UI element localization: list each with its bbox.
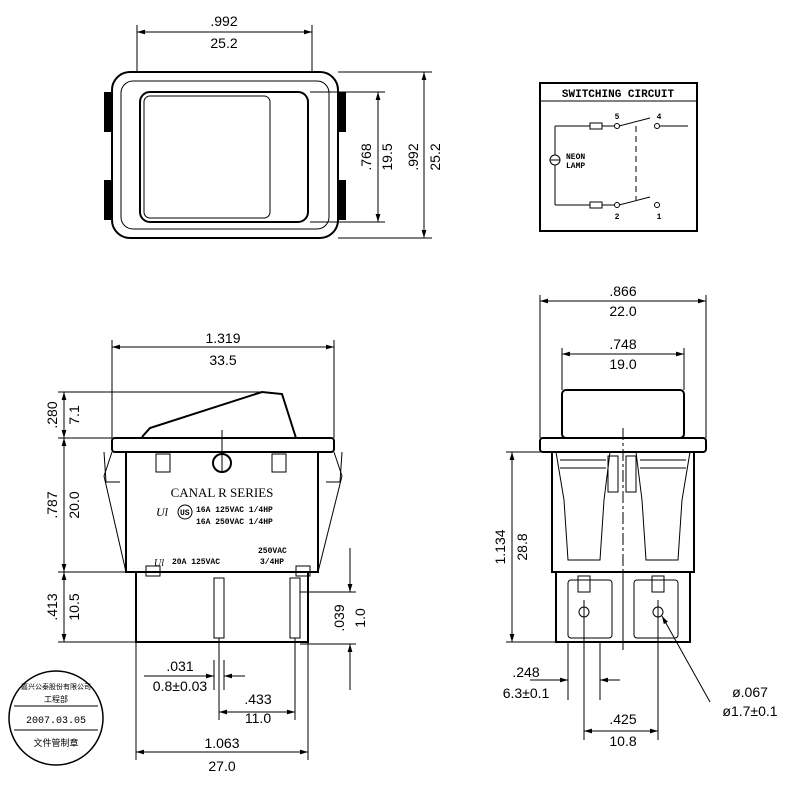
ul-mark-icon: Ul (154, 558, 164, 569)
terminal-height-mm: 10.5 (66, 593, 82, 620)
front-tab-in: .248 (512, 664, 539, 680)
stamp-company: 嘉兴公泰股份有限公司 (21, 682, 91, 691)
front-pitch-mm: 10.8 (609, 733, 636, 749)
terminal-thick-mm: 1.0 (352, 608, 368, 628)
body-height-in: .787 (44, 491, 60, 518)
side-view (58, 340, 356, 760)
pin-4-label: 4 (657, 113, 662, 122)
rocker-height-in: .280 (44, 401, 60, 428)
tab-thick-mm: 0.8±0.03 (153, 678, 208, 694)
top-bezel-outline (111, 71, 339, 239)
stamp-dept: 工程部 (44, 694, 68, 704)
front-inner-in: .748 (609, 336, 636, 352)
front-height-mm: 28.8 (514, 533, 530, 560)
front-height-in: 1.134 (492, 529, 508, 564)
pin-2-label: 2 (615, 213, 620, 222)
pin-1-label: 1 (657, 213, 662, 222)
front-tab-mm: 6.3±0.1 (503, 685, 550, 701)
front-width-mm: 22.0 (609, 303, 636, 319)
rating-2: 16A 250VAC 1/4HP (196, 518, 273, 527)
svg-text:Ul: Ul (156, 505, 169, 519)
ul-cert-icon: Ul US (156, 504, 193, 520)
front-inner-mm: 19.0 (609, 356, 636, 372)
side-width-in: 1.319 (205, 330, 240, 346)
company-stamp (8, 670, 104, 766)
terminal-height-in: .413 (44, 593, 60, 620)
hole-dia-mm: ø1.7±0.1 (722, 703, 777, 719)
pin-5-label: 5 (615, 113, 620, 122)
tab-thick-in: .031 (166, 658, 193, 674)
circuit-title: SWITCHING CIRCUIT (562, 89, 675, 101)
base-width-mm: 27.0 (208, 758, 235, 774)
rating-4a: 250VAC (258, 547, 287, 556)
stamp-seal: 文件管制章 (33, 737, 78, 749)
terminal-spacing-mm: 11.0 (245, 710, 271, 726)
lamp-label-1: NEON (566, 153, 585, 162)
top-width-mm: 25.2 (210, 35, 237, 51)
stamp-date: 2007.03.05 (26, 716, 86, 727)
top-height-in: .992 (405, 143, 421, 170)
side-rocker (141, 390, 297, 439)
lamp-label-2: LAMP (566, 162, 585, 171)
rating-4b: 3/4HP (260, 558, 284, 567)
rating-1: 16A 125VAC 1/4HP (196, 506, 273, 515)
top-width-in: .992 (210, 13, 237, 29)
rating-3: 20A 125VAC (172, 558, 220, 567)
top-view (104, 25, 432, 239)
rocker-height-mm: 7.1 (66, 405, 82, 425)
switching-circuit (539, 82, 698, 232)
body-height-mm: 20.0 (66, 491, 82, 518)
top-inner-height-mm: 19.5 (379, 143, 395, 170)
base-width-in: 1.063 (204, 735, 239, 751)
top-height-mm: 25.2 (427, 143, 443, 170)
top-rocker (139, 91, 309, 223)
front-pitch-in: .425 (609, 711, 636, 727)
terminal-thick-in: .039 (331, 604, 347, 631)
front-view (506, 295, 711, 740)
side-width-mm: 33.5 (209, 352, 236, 368)
brand-text: CANAL R SERIES (171, 485, 274, 500)
hole-dia-in: ø.067 (732, 684, 768, 700)
svg-text:US: US (180, 509, 190, 518)
front-width-in: .866 (609, 283, 636, 299)
top-inner-height-in: .768 (358, 143, 374, 170)
terminal-spacing-in: .433 (244, 691, 271, 707)
